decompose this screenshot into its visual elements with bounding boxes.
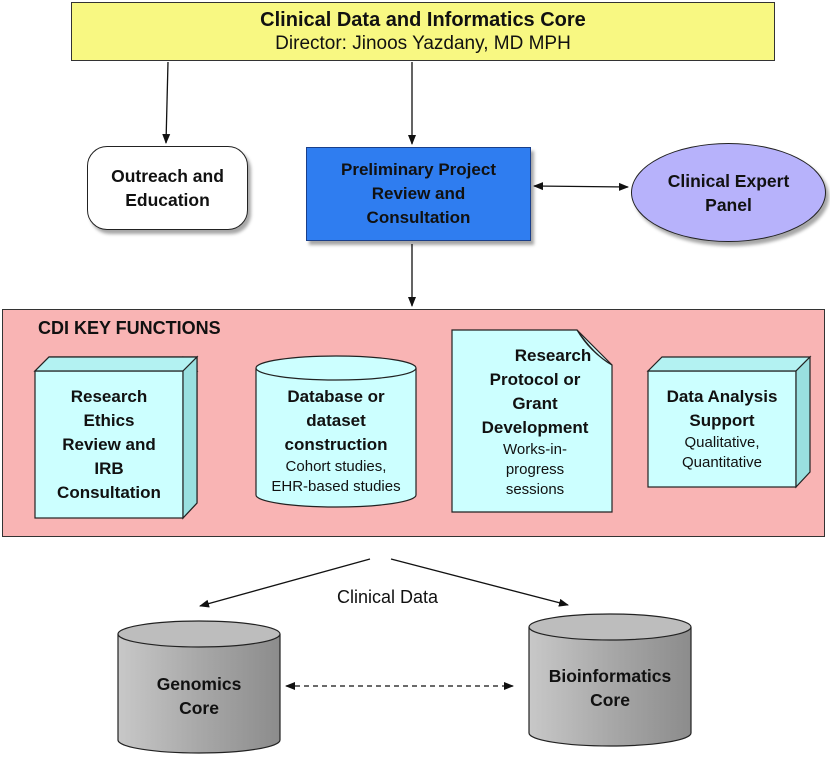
protocol-sub3: sessions: [505, 481, 565, 498]
research-ethics-line3: Review and: [62, 434, 156, 454]
expert-panel-ellipse: Clinical Expert Panel: [631, 143, 826, 242]
preliminary-box: Preliminary Project Review and Consultat…: [306, 147, 531, 241]
genomics-line1: Genomics: [156, 674, 242, 694]
research-ethics-line5: Consultation: [57, 482, 161, 502]
title-line2: Director: Jinoos Yazdany, MD MPH: [275, 32, 571, 54]
database-cylinder: [255, 355, 417, 508]
data-analysis-sub2: Quantitative: [681, 454, 763, 471]
database-sub2: EHR-based studies: [271, 478, 401, 495]
clinical-data-label: Clinical Data: [337, 587, 439, 607]
data-analysis-sub1: Qualitative,: [684, 434, 760, 451]
arrow-cdi-to-bioinformatics: [390, 558, 569, 607]
protocol-line2: Protocol or: [489, 370, 581, 389]
data-analysis-line2: Support: [689, 411, 755, 430]
title-line1: Clinical Data and Informatics Core: [260, 8, 586, 31]
database-sub1: Cohort studies,: [285, 458, 387, 475]
data-analysis-text: Data Analysis Support Qualitative, Quant…: [648, 375, 796, 483]
outreach-line1: Outreach and: [111, 166, 224, 186]
protocol-line1: Research: [514, 346, 592, 365]
protocol-line4: Development: [481, 418, 589, 437]
preliminary-line1: Preliminary Project: [341, 160, 496, 179]
cdi-title: CDI KEY FUNCTIONS: [38, 318, 221, 338]
genomics-cylinder: [117, 620, 281, 754]
data-analysis-line1: Data Analysis: [666, 387, 778, 406]
genomics-line2: Core: [179, 698, 219, 718]
genomics-text: Genomics Core: [118, 660, 280, 732]
title-box: Clinical Data and Informatics Core Direc…: [71, 2, 775, 61]
protocol-sub1: Works-in-: [503, 441, 567, 458]
research-ethics-text: Research Ethics Review and IRB Consultat…: [35, 371, 183, 518]
research-ethics-box: [33, 355, 199, 520]
research-ethics-line1: Research: [70, 386, 148, 406]
arrow-title-to-outreach: [162, 61, 171, 144]
arrow-preliminary-expert: [533, 182, 629, 191]
database-line2: dataset: [306, 411, 366, 430]
preliminary-line2: Review and: [371, 184, 466, 203]
arrow-cdi-to-genomics: [199, 558, 371, 608]
outreach-box: Outreach and Education: [87, 146, 248, 230]
data-analysis-box: [646, 355, 812, 489]
protocol-document: [451, 329, 613, 513]
bioinformatics-line2: Core: [590, 690, 630, 710]
protocol-line3: Grant: [512, 394, 558, 413]
outreach-line2: Education: [125, 190, 210, 210]
bioinformatics-text: Bioinformatics Core: [529, 652, 691, 724]
research-ethics-line2: Ethics: [83, 410, 135, 430]
expert-line2: Panel: [705, 194, 752, 215]
protocol-text: Research Protocol or Grant Development W…: [458, 340, 612, 504]
bioinformatics-line1: Bioinformatics: [548, 666, 672, 686]
research-ethics-line4: IRB: [94, 458, 124, 478]
expert-line1: Clinical Expert: [667, 170, 790, 191]
database-text: Database or dataset construction Cohort …: [256, 382, 416, 500]
database-line1: Database or: [287, 387, 385, 406]
preliminary-line3: Consultation: [366, 208, 471, 227]
bioinformatics-cylinder: [528, 613, 692, 747]
database-line3: construction: [284, 435, 388, 454]
protocol-sub2: progress: [505, 461, 565, 478]
